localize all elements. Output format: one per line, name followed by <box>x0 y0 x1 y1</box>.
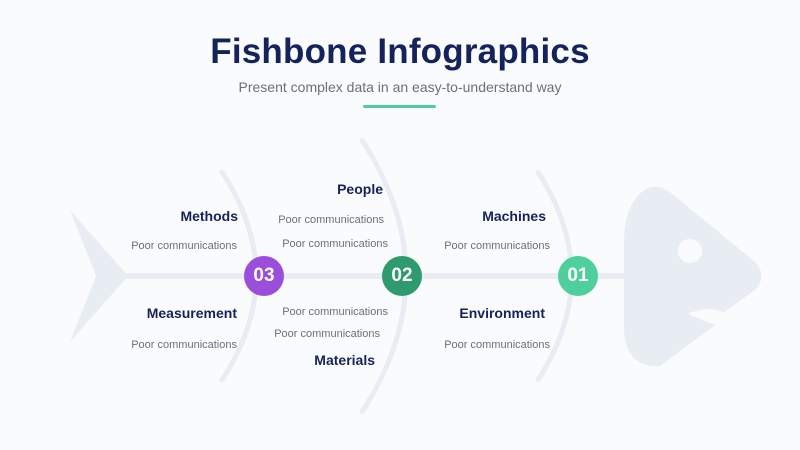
materials-item-1: Poor communications <box>282 306 388 318</box>
page-subtitle: Present complex data in an easy-to-under… <box>238 79 562 95</box>
people-item-2: Poor communications <box>282 238 388 250</box>
category-methods: Methods <box>180 208 238 224</box>
page-title: Fishbone Infographics <box>210 32 590 71</box>
people-item-1: Poor communications <box>278 214 384 226</box>
category-machines: Machines <box>482 208 546 224</box>
machines-item-1: Poor communications <box>444 240 550 252</box>
badge-03: 03 <box>244 256 284 296</box>
category-people: People <box>337 181 383 197</box>
category-environment: Environment <box>459 305 545 321</box>
fish-eye <box>678 239 702 263</box>
methods-item-1: Poor communications <box>131 240 237 252</box>
title-underline <box>363 105 436 108</box>
category-measurement: Measurement <box>146 305 237 321</box>
materials-item-2: Poor communications <box>274 328 380 340</box>
measurement-item-1: Poor communications <box>131 339 237 351</box>
fish-head-icon <box>624 186 762 367</box>
category-materials: Materials <box>314 352 375 368</box>
badge-01: 01 <box>558 256 598 296</box>
badge-02: 02 <box>382 256 422 296</box>
spine <box>96 273 636 279</box>
environment-item-1: Poor communications <box>444 339 550 351</box>
